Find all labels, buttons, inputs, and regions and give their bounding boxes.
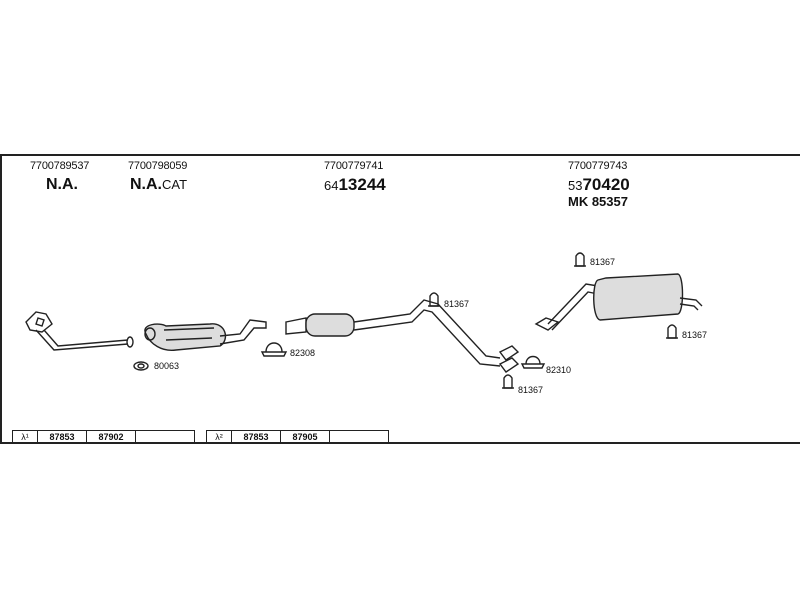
lambda-2-value-2: 87905 xyxy=(280,430,330,444)
label-hanger-rear-bottom: 81367 xyxy=(682,330,708,340)
front-pipe xyxy=(25,311,134,351)
oem-number-4: 5370420 xyxy=(568,175,630,195)
part-number-4: 7700779743 xyxy=(568,160,628,172)
label-clamp-1: 82308 xyxy=(290,348,316,358)
top-rule xyxy=(0,154,800,156)
hanger-rear-bottom-icon xyxy=(666,324,678,339)
lambda-table-1: λ¹ 87853 87902 xyxy=(12,430,195,444)
left-rule xyxy=(0,154,2,444)
mk-number-4: MK 85357 xyxy=(568,194,628,209)
desc-2-suffix: CAT xyxy=(162,177,188,192)
part-number-1: 7700789537 xyxy=(30,160,90,172)
oem-number-3: 6413244 xyxy=(324,175,386,195)
desc-1: N.A. xyxy=(46,176,78,193)
hanger-mid-icon xyxy=(428,292,440,307)
lambda-2-value-1: 87853 xyxy=(231,430,281,444)
catalytic-converter xyxy=(144,319,267,351)
label-clamp-2: 82310 xyxy=(546,365,572,375)
hanger-low-icon xyxy=(502,374,514,389)
clamp-82310-icon xyxy=(520,355,546,369)
lambda-table-2: λ² 87853 87905 xyxy=(206,430,389,444)
label-hanger-rear-top: 81367 xyxy=(590,257,616,267)
lambda-1-label: λ¹ xyxy=(12,430,38,444)
clamp-82308 xyxy=(260,342,288,357)
lambda-1-value-1: 87853 xyxy=(37,430,87,444)
oem-3-prefix: 64 xyxy=(324,178,339,193)
bottom-rule xyxy=(0,442,800,444)
desc-2-main: N.A. xyxy=(130,176,162,193)
hanger-rear-top-icon xyxy=(574,252,586,267)
lambda-2-value-3 xyxy=(329,430,389,444)
oem-4-main: 70420 xyxy=(582,175,630,194)
part-number-3: 7700779741 xyxy=(324,160,384,172)
gasket-ring xyxy=(133,361,149,371)
rear-silencer xyxy=(534,273,703,331)
label-hanger-low: 81367 xyxy=(518,385,544,395)
lambda-1-value-3 xyxy=(135,430,195,444)
lambda-1-value-2: 87902 xyxy=(86,430,136,444)
desc-2: N.A.CAT xyxy=(130,176,187,194)
oem-4-prefix: 53 xyxy=(568,178,583,193)
intermediate-pipe xyxy=(285,299,520,373)
label-hanger-mid: 81367 xyxy=(444,299,470,309)
part-number-2: 7700798059 xyxy=(128,160,188,172)
label-gasket: 80063 xyxy=(154,361,180,371)
oem-3-main: 13244 xyxy=(338,175,386,194)
lambda-2-label: λ² xyxy=(206,430,232,444)
